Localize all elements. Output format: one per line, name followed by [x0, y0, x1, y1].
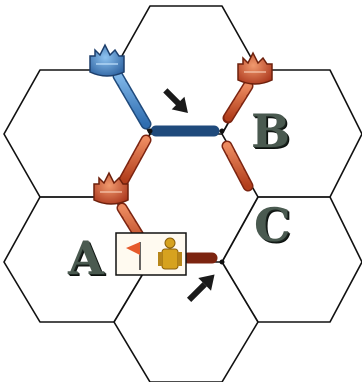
hex-label-c: C [254, 202, 291, 248]
hex-label-a: A [68, 235, 104, 281]
junction-dot [220, 260, 225, 265]
hex-bottom [114, 262, 258, 382]
red-road [228, 86, 248, 118]
arrow-up-right-icon [183, 268, 221, 306]
hex-label-b: B [251, 108, 290, 154]
arrow-down-left-icon [159, 84, 194, 119]
junction-dot [148, 129, 153, 134]
red-settlement [238, 53, 272, 84]
blue-settlement [90, 45, 124, 76]
red-road [124, 140, 146, 180]
hex-middle-right-c [222, 197, 362, 322]
blue-road [118, 76, 146, 124]
red-road [227, 146, 248, 186]
hex-edge [222, 197, 258, 262]
junction-dot [220, 129, 225, 134]
knight-with-flag-icon [116, 233, 186, 275]
